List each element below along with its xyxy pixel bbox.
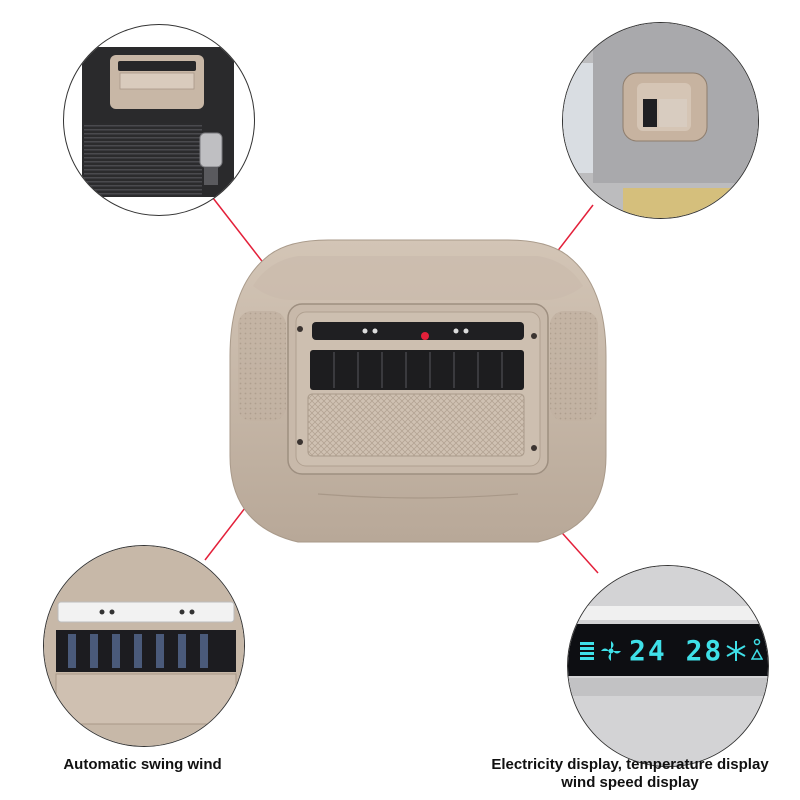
caption-swing-wind: Automatic swing wind xyxy=(63,756,222,773)
swing-vent-closeup xyxy=(56,630,236,672)
air-intake-mesh xyxy=(307,393,525,457)
right-speaker-grille xyxy=(550,311,598,421)
ac-top-ridge xyxy=(253,256,583,300)
compressor xyxy=(199,132,223,168)
detail-circle-led-display xyxy=(567,565,769,767)
display-strip xyxy=(312,322,524,340)
left-speaker-grille xyxy=(238,311,286,421)
battery-level-icon xyxy=(580,642,594,660)
snowflake-icon xyxy=(726,641,746,661)
warning-icon xyxy=(751,638,763,660)
led-display-content: 24 28 xyxy=(575,630,765,672)
swing-vent xyxy=(310,350,524,390)
detail-circle-swing-vent xyxy=(43,545,245,747)
fan-icon xyxy=(601,641,621,661)
caption-display-line2: wind speed display xyxy=(561,774,699,791)
condenser-fins xyxy=(84,123,202,197)
caption-display-line1: Electricity display, temperature display xyxy=(491,756,769,773)
detail-circle-installed-view xyxy=(562,22,759,219)
temperature-readout: 24 28 xyxy=(629,634,724,667)
detail-circle-rear-view xyxy=(63,24,255,216)
ac-unit-main xyxy=(229,239,607,543)
